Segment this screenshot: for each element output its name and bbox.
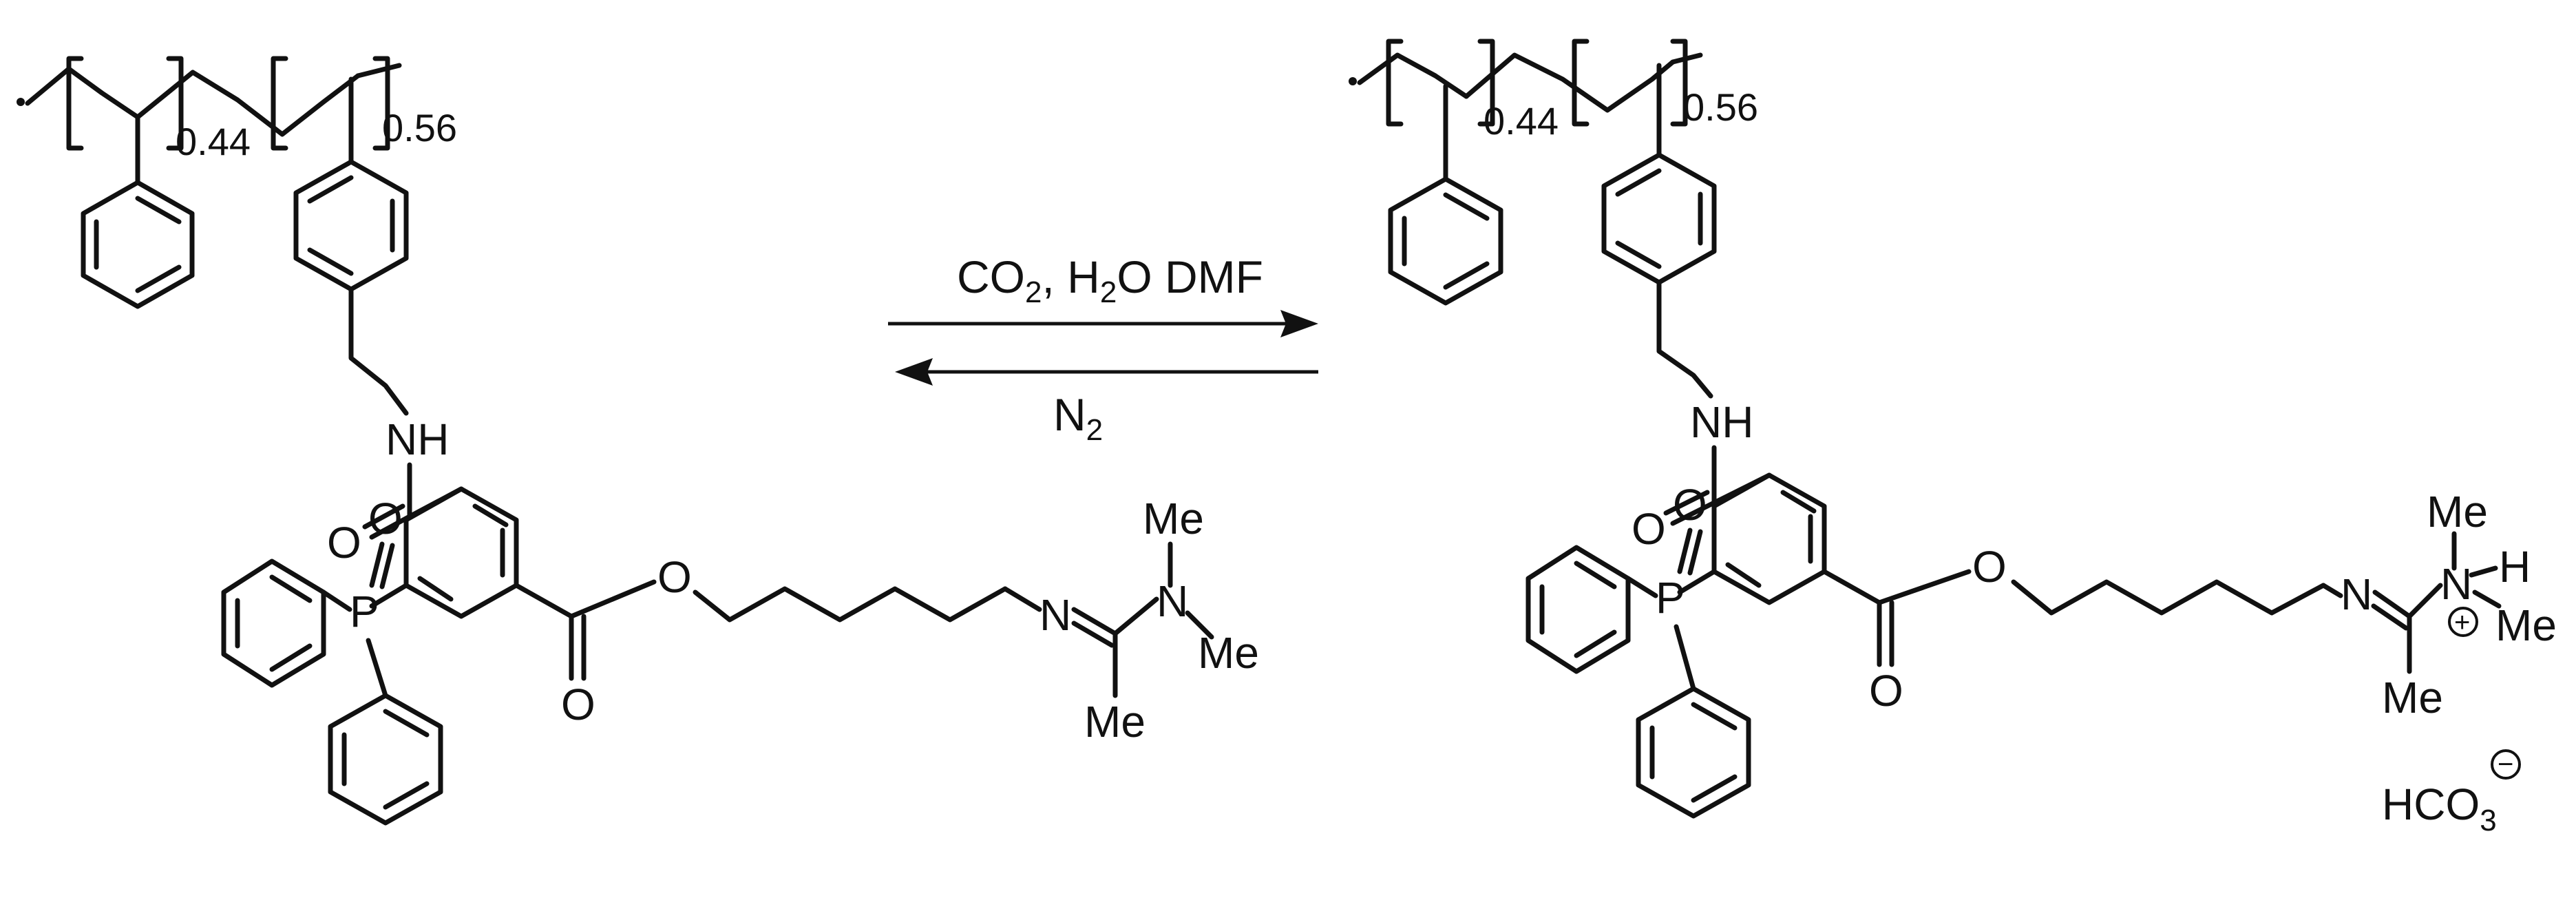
- positive-charge-sign: +: [2454, 607, 2470, 638]
- phenyl-ring: [81, 180, 195, 309]
- p-phenyl-left: [1525, 545, 1631, 674]
- methyl-right: Me: [1198, 628, 1259, 678]
- forward-arrow: [888, 310, 1318, 337]
- mole-fraction-1: 0.44: [1484, 99, 1559, 143]
- methyl-bottom: Me: [1084, 697, 1146, 746]
- ester-oxygen: O: [1972, 542, 2007, 592]
- p-phenyl-bottom: [1636, 686, 1751, 819]
- reaction-conditions: CO2, H2O DMF N2: [888, 251, 1318, 447]
- ester-carbonyl-oxygen: O: [1869, 666, 1903, 716]
- methyl-top: Me: [2427, 487, 2488, 536]
- amide-oxygen: O: [327, 518, 361, 567]
- phosphorus: P: [350, 587, 379, 636]
- imine-nitrogen: N: [1039, 590, 1071, 640]
- repeat-brackets: [1386, 39, 1688, 127]
- chain-end-dot: [17, 98, 25, 106]
- negative-charge-sign: −: [2498, 749, 2513, 780]
- phenyl-ring: [1388, 176, 1503, 306]
- central-benzene: [403, 486, 519, 619]
- phosphine-oxygen: O: [368, 494, 403, 543]
- negative-charge: [2491, 749, 2521, 780]
- product-polymer: 0.44 0.56 NH O P: [1349, 39, 2557, 837]
- repeat-brackets: [66, 56, 390, 151]
- mole-fraction-1: 0.44: [176, 120, 251, 163]
- amide-nh: NH: [386, 415, 449, 464]
- forward-conditions: CO2, H2O DMF: [957, 251, 1263, 309]
- bicarbonate-counterion: HCO3: [2382, 780, 2497, 837]
- amide-nh: NH: [1690, 397, 1753, 447]
- phosphine-oxygen: O: [1673, 480, 1707, 530]
- ammonium-hydrogen: H: [2499, 542, 2531, 592]
- central-benzene: [1711, 472, 1827, 605]
- benzyl-ring: [1601, 152, 1717, 285]
- methyl-bottom: Me: [2382, 673, 2443, 722]
- imine-nitrogen: N: [2341, 570, 2372, 619]
- benzyl-ring: [293, 159, 409, 292]
- reverse-conditions: N2: [1053, 389, 1103, 447]
- chain-end-dot: [1349, 77, 1357, 85]
- reverse-arrow: [895, 358, 1318, 386]
- mole-fraction-2: 0.56: [382, 106, 457, 149]
- positive-charge: [2448, 607, 2478, 637]
- methyl-right: Me: [2495, 601, 2557, 650]
- p-phenyl-bottom: [328, 693, 443, 826]
- phosphorus: P: [1656, 573, 1685, 623]
- ester-carbonyl-oxygen: O: [561, 680, 595, 729]
- reactant-polymer: 0.44 0.56 NH O: [17, 56, 1259, 826]
- ester-oxygen: O: [657, 552, 692, 602]
- backbone-bonds: [25, 63, 402, 137]
- mole-fraction-2: 0.56: [1683, 85, 1758, 129]
- amide-oxygen: O: [1632, 504, 1666, 554]
- p-phenyl-left: [221, 558, 326, 688]
- methyl-top: Me: [1143, 494, 1204, 543]
